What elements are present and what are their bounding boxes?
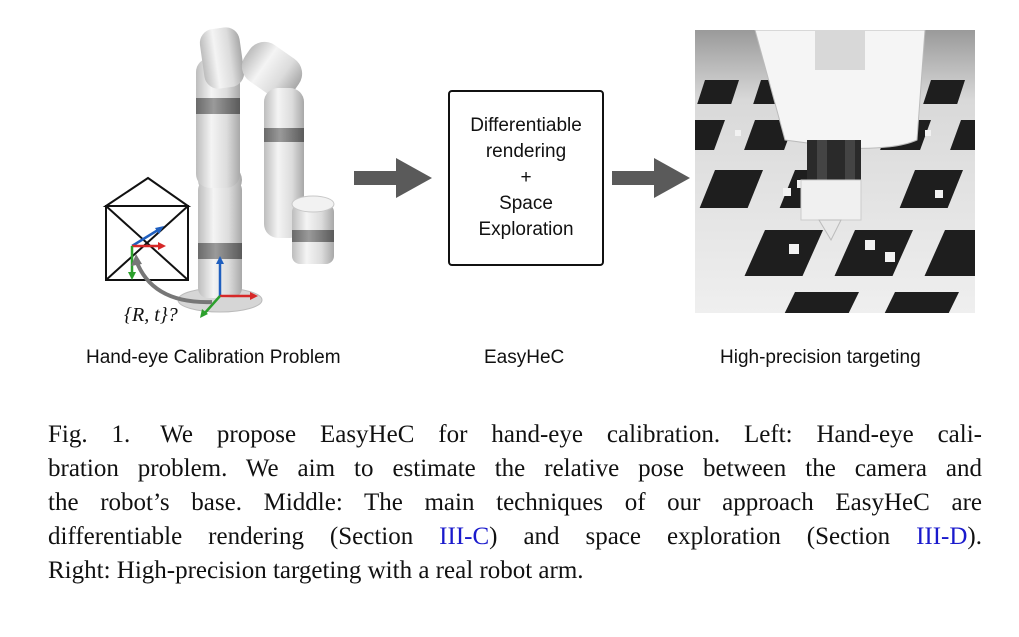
- camera-frame-axes: [128, 226, 166, 280]
- robot-joint-band: [198, 243, 242, 259]
- method-line: +: [520, 167, 532, 188]
- method-line: Exploration: [478, 219, 574, 240]
- arrow-right-icon: [612, 158, 690, 198]
- transform-curve: [134, 259, 213, 305]
- panel-label-right: High-precision targeting: [720, 347, 921, 368]
- method-line: Space: [499, 193, 553, 214]
- method-line: Differentiable: [470, 115, 582, 136]
- robot-calibration-illustration: {R, t}?: [102, 27, 335, 326]
- pose-annotation: {R, t}?: [124, 304, 178, 326]
- caption-line: Right: High-precision targeting with a r…: [48, 557, 584, 584]
- robot-upper-link: [196, 58, 240, 188]
- figure: {R, t}? Differentiable rendering + Space…: [86, 27, 975, 368]
- robot-lower-link: [198, 180, 242, 298]
- camera-icon: [102, 176, 192, 281]
- base-frame-axes: [200, 256, 258, 318]
- robot-gripper: [754, 30, 926, 242]
- section-link-iii-c[interactable]: III-C: [439, 523, 490, 550]
- targeting-photo: [695, 30, 975, 313]
- panel-label-left: Hand-eye Calibration Problem: [86, 347, 341, 368]
- figure-number: Fig. 1.: [48, 421, 131, 448]
- method-line: rendering: [485, 141, 567, 162]
- section-link-iii-d[interactable]: III-D: [916, 523, 968, 550]
- panel-label-middle: EasyHeC: [484, 347, 565, 368]
- caption-line: Fig. 1.We propose EasyHeC for hand-eye c…: [48, 421, 982, 448]
- caption-line: bration problem. We aim to estimate the …: [48, 455, 982, 482]
- arrow-right-icon: [354, 158, 432, 198]
- caption-line: the robot’s base. Middle: The main techn…: [48, 489, 982, 516]
- caption-line: differentiable rendering (Section III-C)…: [48, 523, 982, 550]
- method-box: Differentiable rendering + Space Explora…: [448, 90, 604, 266]
- figure-caption: Fig. 1.We propose EasyHeC for hand-eye c…: [48, 418, 982, 588]
